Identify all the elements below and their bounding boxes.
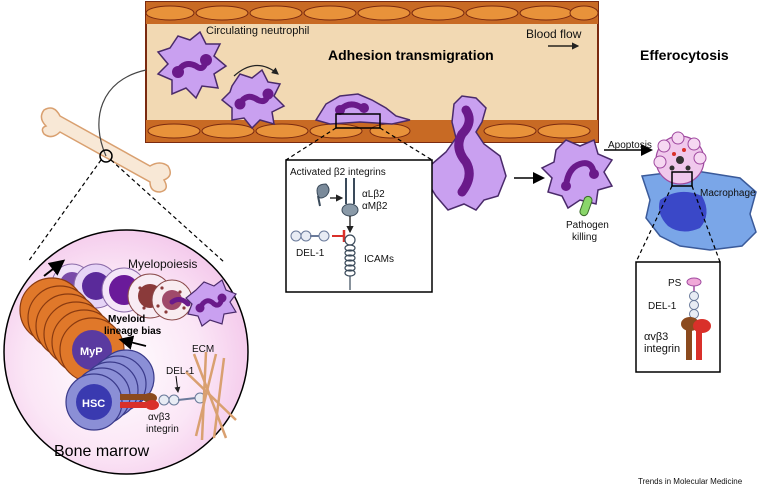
del1-box-icon: [689, 291, 699, 319]
endothelial-cell: [255, 123, 309, 139]
label-efferocytosis: Efferocytosis: [640, 47, 729, 63]
endothelial-cell: [357, 5, 411, 21]
label-killing: killing: [572, 232, 597, 243]
adherent-neutrophil-cell: [314, 93, 411, 125]
label-avb3: αvβ3: [644, 331, 668, 343]
label-icams: ICAMs: [364, 254, 394, 265]
label-myelopoiesis: Myelopoiesis: [128, 257, 197, 271]
label-avb3-marrow: αvβ3: [148, 412, 171, 423]
footer-journal: Trends in Molecular Medicine: [638, 477, 743, 486]
endothelial-cell: [369, 123, 411, 139]
zoom-marker-marrow: [99, 149, 113, 163]
apoptotic-neutrophil-cell: [653, 131, 707, 185]
label-pathogen: Pathogen: [566, 220, 609, 231]
zoom-line-integrins-left: [285, 127, 337, 161]
endothelial-cell: [483, 123, 537, 139]
label-alb2: αLβ2: [362, 189, 385, 200]
integrin-inset: [285, 127, 433, 293]
circulating-neutrophil-cell: [156, 30, 228, 100]
b2-integrin-bent-icon: [316, 183, 330, 207]
label-apoptosis: Apoptosis: [608, 140, 652, 151]
endothelial-cell: [195, 5, 249, 21]
label-hsc: HSC: [82, 398, 105, 410]
blood-vessel: [145, 1, 599, 143]
endothelial-cell: [411, 5, 465, 21]
endothelial-cell: [465, 5, 519, 21]
endothelial-cell: [147, 123, 201, 139]
label-bone-marrow: Bone marrow: [54, 443, 150, 460]
del1-icon: [290, 230, 330, 242]
label-circulating-neutrophil: Circulating neutrophil: [206, 25, 309, 37]
pathogen-icon: [579, 195, 593, 217]
macrophage-cell: [640, 169, 757, 251]
pathogen-killing-neutrophil-cell: [540, 138, 614, 217]
label-amb2: αMβ2: [362, 201, 388, 212]
vessel-bottom-wall: [146, 120, 598, 142]
label-ps: PS: [668, 278, 682, 289]
label-myeloid: Myeloid: [108, 314, 145, 325]
hsc-cell-stack: [65, 349, 155, 431]
myelopoiesis-cells: [51, 263, 193, 321]
ecm-fibers: [185, 351, 237, 441]
label-del1-marrow: DEL-1: [166, 366, 195, 377]
label-avb3-integrin: integrin: [644, 343, 680, 355]
integrin-box: [285, 159, 433, 293]
zoom-marker-efferocytosis: [671, 171, 693, 187]
label-myp: MyP: [80, 346, 103, 358]
endothelial-cell: [201, 123, 255, 139]
inhibition-icon: [332, 230, 346, 242]
endothelial-cell: [519, 5, 573, 21]
zoom-line-marrow-right: [110, 159, 225, 263]
arrow-myeloid-bias: [118, 335, 147, 350]
endothelial-cell: [249, 5, 303, 21]
efferocytosis-inset: [635, 185, 721, 373]
endothelial-cell: [303, 5, 357, 21]
marrow-del1-icon: [158, 392, 206, 406]
zoom-marker-integrins: [335, 113, 381, 129]
efferocytosis-box: [635, 261, 721, 373]
integrin-box-title: Activated β2 integrins: [290, 167, 386, 178]
label-blood-flow: Blood flow: [526, 27, 582, 41]
avb3-integrin-icon: [681, 317, 711, 360]
transmigrating-neutrophil-cell: [425, 95, 507, 211]
label-adhesion-transmigration: Adhesion transmigration: [328, 47, 494, 63]
endothelial-cell: [569, 5, 599, 21]
bone-marrow-panel: [3, 229, 249, 475]
icam-icon: [344, 234, 356, 290]
marrow-avb3-integrin: [120, 393, 159, 410]
label-del1-efferocytosis: DEL-1: [648, 301, 677, 312]
rolling-arrow: [233, 64, 279, 77]
marrow-neutrophil-cell: [185, 279, 237, 327]
label-lineage-bias: lineage bias: [104, 326, 162, 337]
label-ecm: ECM: [192, 344, 214, 355]
label-integrin-marrow: integrin: [146, 424, 179, 435]
zoom-line-efferocytosis-left: [635, 185, 673, 263]
connector-bone-vessel: [98, 69, 147, 157]
rolling-neutrophil-cell: [220, 64, 286, 130]
zoom-line-integrins-right: [379, 127, 433, 161]
label-macrophage: Macrophage: [700, 188, 756, 199]
b2-integrin-active-icon: [341, 178, 359, 217]
label-del1-inset: DEL-1: [296, 248, 325, 259]
vessel-top-wall: [145, 2, 599, 24]
endothelial-cell: [145, 5, 195, 21]
arrow-myelopoiesis: [43, 259, 66, 277]
arrow-del1-marrow: [174, 375, 181, 393]
endothelial-cell: [537, 123, 591, 139]
